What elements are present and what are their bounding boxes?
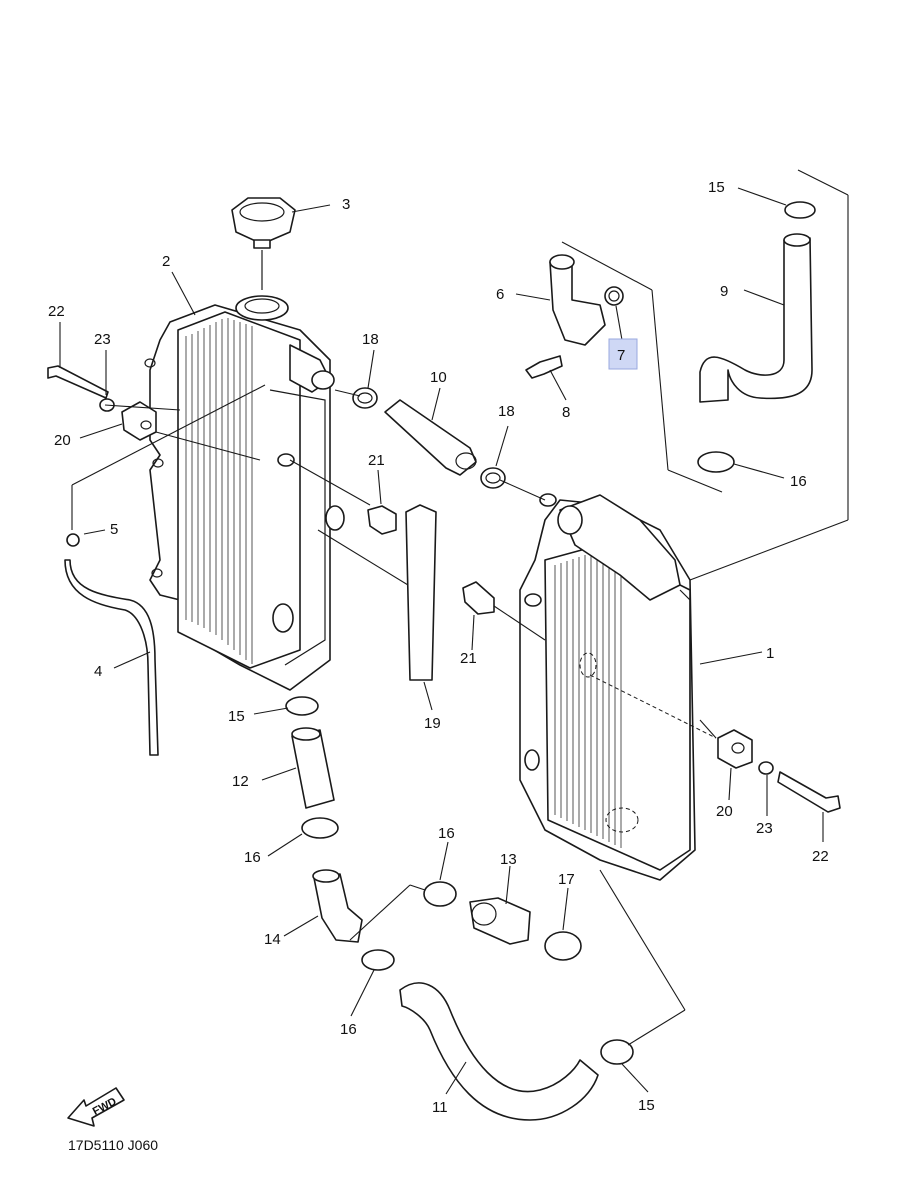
hose-13: [469, 897, 531, 945]
clamp-16-left: [301, 817, 339, 839]
clamp-15-bottom: [600, 1039, 634, 1065]
callout-23-left: 23: [94, 331, 111, 348]
callout-22-right: 22: [812, 848, 829, 865]
callout-10: 10: [430, 369, 447, 386]
clamp-15-left: [285, 696, 319, 716]
callout-20-left: 20: [54, 432, 71, 449]
callout-12: 12: [232, 773, 249, 790]
callout-18-right: 18: [498, 403, 515, 420]
callout-8: 8: [562, 404, 570, 421]
right-bolt-set: [717, 729, 841, 813]
hose-9: [699, 233, 813, 403]
fwd-label: FWD: [91, 1096, 119, 1118]
clamp-18-b: [480, 467, 506, 489]
callout-2: 2: [162, 253, 170, 270]
hose-12: [291, 727, 335, 809]
overflow-hose: [64, 533, 159, 756]
callout-21-upper: 21: [368, 452, 385, 469]
callout-14: 14: [264, 931, 281, 948]
callout-3: 3: [342, 196, 350, 213]
clamp-16-right: [697, 451, 735, 473]
clamp-16-mid: [423, 881, 457, 907]
callout-9: 9: [720, 283, 728, 300]
callout-15-top: 15: [708, 179, 725, 196]
callout-13: 13: [500, 851, 517, 868]
hose-11: [399, 982, 599, 1121]
callout-19: 19: [424, 715, 441, 732]
callout-11: 11: [432, 1099, 448, 1116]
clamp-16-bottom: [361, 949, 395, 971]
callout-23-right: 23: [756, 820, 773, 837]
forward-arrow-icon: FWD: [67, 1087, 125, 1127]
callout-20-right: 20: [716, 803, 733, 820]
callout-16-mid: 16: [438, 825, 455, 842]
pipe-6: [549, 254, 606, 346]
callout-22-left: 22: [48, 303, 65, 320]
hose-10: [384, 399, 477, 476]
callout-16-left: 16: [244, 849, 261, 866]
callout-labels: 1 2 3 4 5 6 7 8 9 10 11 12 13 14 15 15 1…: [48, 179, 829, 1116]
pipe-14: [312, 869, 363, 943]
callout-17: 17: [558, 871, 575, 888]
callout-18-left: 18: [362, 331, 379, 348]
highlight-box-7: [608, 338, 638, 370]
bolt-8: [525, 355, 563, 379]
callout-6: 6: [496, 286, 504, 303]
clamp-15-top: [784, 201, 816, 219]
right-radiator-fins: [554, 551, 622, 848]
callout-16-right: 16: [790, 473, 807, 490]
callout-15-left: 15: [228, 708, 245, 725]
protector-19: [405, 504, 437, 681]
assembly-lines: [71, 169, 849, 1046]
callout-16-bottom: 16: [340, 1021, 357, 1038]
left-bolt-set: [47, 365, 157, 441]
left-radiator-fins: [185, 318, 253, 664]
callout-21-lower: 21: [460, 650, 477, 667]
drawing-code: 17D5110 J060: [68, 1137, 158, 1153]
callout-leaders: [59, 187, 824, 1095]
callout-15-bottom: 15: [638, 1097, 655, 1114]
callout-7: 7: [617, 347, 625, 364]
right-radiator: [519, 493, 696, 881]
left-radiator: [144, 295, 345, 691]
callout-5: 5: [110, 521, 118, 538]
o-ring-7: [604, 286, 624, 306]
clamp-17: [544, 931, 582, 961]
radiator-cap: [231, 197, 296, 290]
callout-4: 4: [94, 663, 102, 680]
callout-1: 1: [766, 645, 774, 662]
collars: [367, 505, 495, 615]
clamp-18-a: [352, 387, 378, 409]
